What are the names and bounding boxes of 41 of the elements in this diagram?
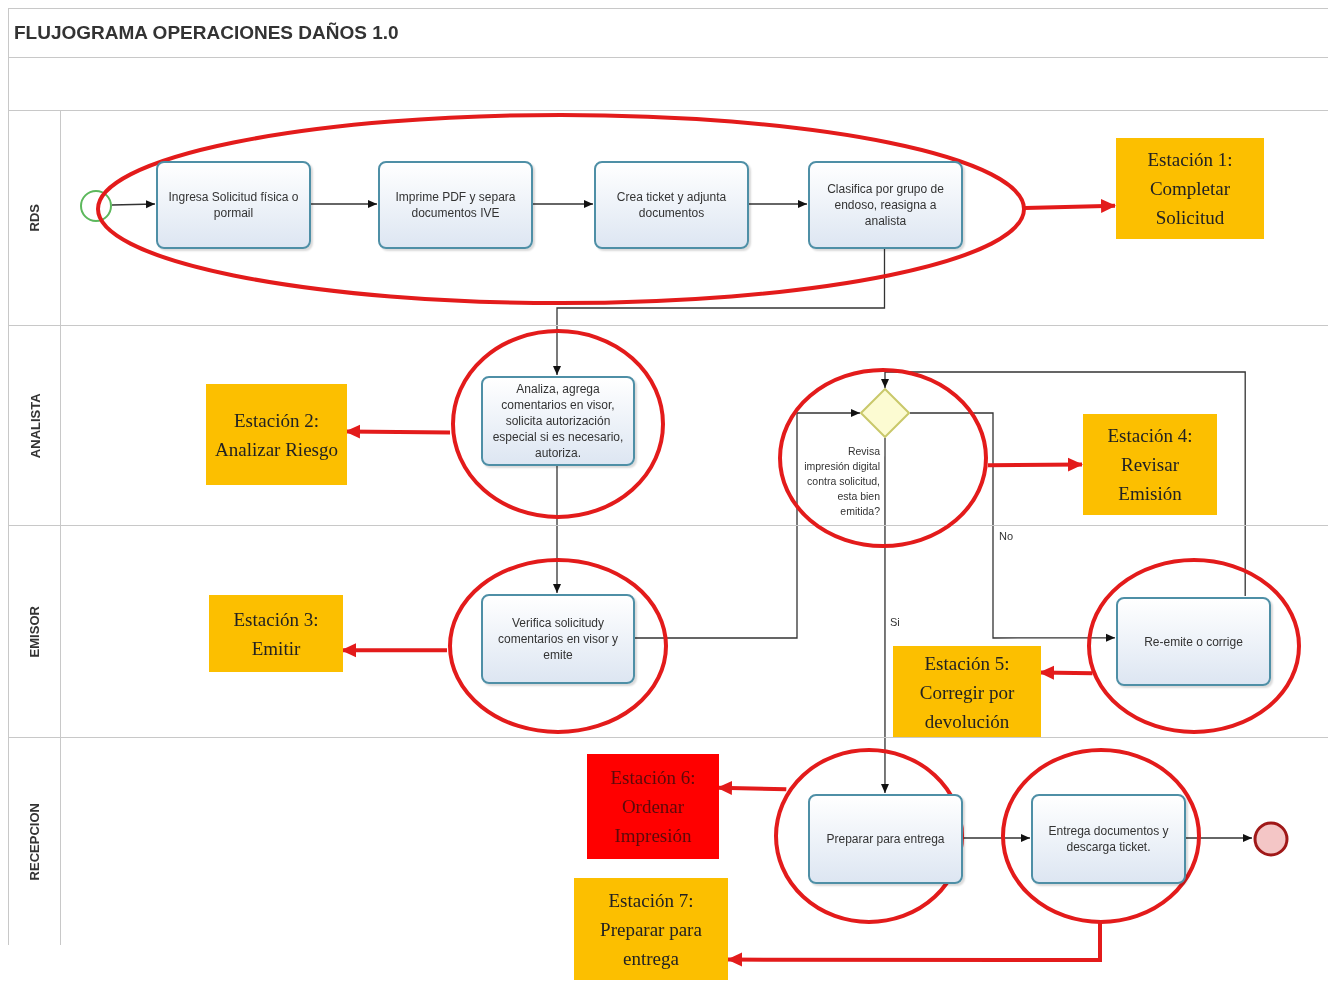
flow-arrow: [747, 200, 808, 208]
gateway-label: Revisa impresión digital contra solicitud, esta bien emitida?: [803, 444, 880, 519]
flow-arrow: [553, 464, 561, 594]
flow-arrow: [909, 412, 1116, 642]
lane-label: ANALISTA: [26, 393, 44, 458]
task-box: Preparar para entrega: [808, 794, 963, 884]
station-box: Estación 4: Revisar Emisión: [1083, 414, 1217, 515]
flow-arrow: [111, 200, 156, 209]
task-box: Entrega documentos y descarga ticket.: [1031, 794, 1186, 884]
flow-arrow: [553, 247, 886, 376]
flow-arrow: [531, 200, 594, 208]
station-box: Estación 7: Preparar para entrega: [574, 878, 728, 980]
swimlane: [8, 737, 1328, 945]
task-box: Analiza, agrega comentarios en visor, solicita autorización especial si es necesario, autoriza.: [481, 376, 635, 466]
station-box: Estación 6: Ordenar Impresión: [587, 754, 719, 859]
swimlane: [8, 525, 1328, 737]
flow-arrow: [309, 200, 378, 208]
callout-arrow: [988, 457, 1083, 472]
flow-arrow: [881, 371, 1246, 597]
task-box: Verifica solicitudy comentarios en visor y emite: [481, 594, 635, 684]
flow-arrow: [1184, 834, 1253, 842]
diagram-title: FLUJOGRAMA OPERACIONES DAÑOS 1.0: [14, 20, 399, 45]
task-box: Re-emite o corrige: [1116, 597, 1271, 686]
lane-label: RECEPCION: [26, 802, 44, 881]
task-box: Imprime PDF y separa documentos IVE: [378, 161, 533, 249]
station-box: Estación 2: Analizar Riesgo: [206, 384, 347, 485]
swimlane: [8, 325, 1328, 525]
task-box: Crea ticket y adjunta documentos: [594, 161, 749, 249]
station-box: Estación 3: Emitir: [209, 595, 343, 672]
task-box: Ingresa Solicitud física o pormail: [156, 161, 311, 249]
task-box: Clasifica por grupo de endoso, reasigna a analista: [808, 161, 963, 249]
flow-arrow: [961, 834, 1031, 842]
flow-arrow: [880, 437, 889, 794]
callout-arrow: [727, 923, 1102, 967]
station-box: Estación 1: Completar Solicitud: [1116, 138, 1264, 239]
station-box: Estación 5: Corregir por devolución: [893, 646, 1041, 738]
lane-label: EMISOR: [26, 605, 44, 658]
swimlane: [8, 110, 1328, 325]
flow-arrow: [633, 409, 861, 639]
callout-arrow: [1024, 199, 1116, 214]
lane-label: RDS: [26, 204, 44, 232]
